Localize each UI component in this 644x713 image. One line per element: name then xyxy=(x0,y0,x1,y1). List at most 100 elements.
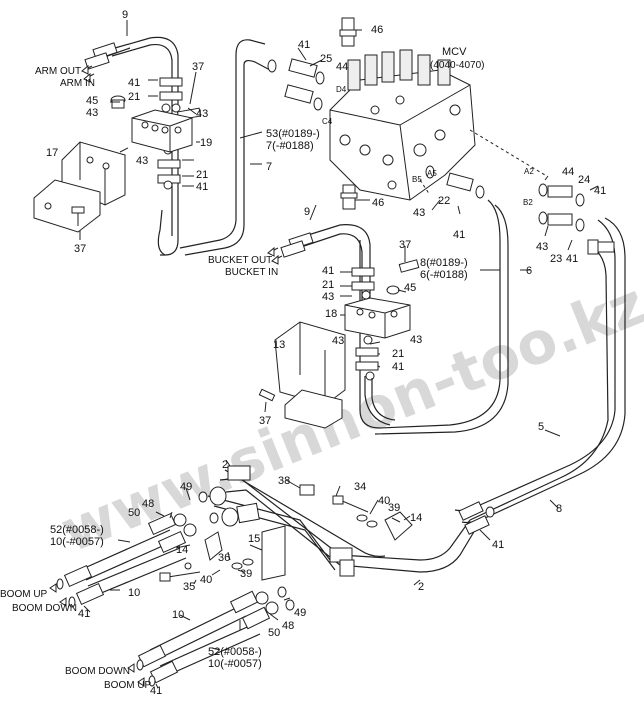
callout: 52(#0058-) xyxy=(208,646,262,658)
callout: 41 xyxy=(392,361,404,373)
flow-boom-down-2: BOOM DOWN xyxy=(65,666,130,677)
callout: 46 xyxy=(372,197,384,209)
flow-boom-up-1: BOOM UP xyxy=(0,589,48,600)
callout: 41 xyxy=(322,265,334,277)
callout: 21 xyxy=(392,348,404,360)
callout: 52(#0058-) xyxy=(50,524,104,536)
callout: 9 xyxy=(122,9,128,21)
label-layer: MCV (4040-4070) D4 C4 A2 B2 A5 B5 ARM OU… xyxy=(0,9,606,697)
callout: 21 xyxy=(322,279,334,291)
callout: 21 xyxy=(196,169,208,181)
callout: 8(#0189-) xyxy=(420,257,468,269)
callout: 39 xyxy=(388,502,400,514)
callout: 41 xyxy=(128,77,140,89)
callout: 41 xyxy=(566,253,578,265)
callout: 43 xyxy=(332,335,344,347)
callout: 15 xyxy=(248,533,260,545)
flow-bucket-out: BUCKET OUT xyxy=(208,255,272,266)
mcv-valve-block xyxy=(329,17,546,210)
callout: 22 xyxy=(438,195,450,207)
flow-arm-in: ARM IN xyxy=(60,78,95,89)
callout: 40 xyxy=(378,495,390,507)
callout: 36 xyxy=(218,552,230,564)
callout: 43 xyxy=(410,334,422,346)
callout: 48 xyxy=(142,498,154,510)
flow-boom-down-1: BOOM DOWN xyxy=(12,603,77,614)
callout: 45 xyxy=(404,282,416,294)
leader-lines xyxy=(79,20,599,689)
flow-boom-up-2: BOOM UP xyxy=(104,680,152,691)
callout: 46 xyxy=(371,24,383,36)
callout: 7(-#0188) xyxy=(266,140,314,152)
callout: 10 xyxy=(172,609,184,621)
callout: 41 xyxy=(594,185,606,197)
callout: 41 xyxy=(298,39,310,51)
boom-piping-group xyxy=(159,465,495,582)
port-c4: C4 xyxy=(322,117,333,126)
port-a5: A5 xyxy=(427,169,437,178)
callout: 6(-#0188) xyxy=(420,269,468,281)
flow-arm-out: ARM OUT xyxy=(35,66,81,77)
callout: 43 xyxy=(536,241,548,253)
boom-hoses-lower xyxy=(136,586,295,687)
callout: 45 xyxy=(86,95,98,107)
port-b2: B2 xyxy=(523,198,533,207)
callout: 50 xyxy=(268,627,280,639)
callout: 37 xyxy=(192,61,204,73)
callout: 37 xyxy=(399,239,411,251)
mcv-right-fittings xyxy=(425,165,585,232)
callout: 7 xyxy=(266,161,272,173)
mcv-left-fittings xyxy=(267,58,325,111)
callout: 43 xyxy=(413,207,425,219)
callout: 48 xyxy=(282,620,294,632)
callout: 41 xyxy=(492,539,504,551)
callout: 34 xyxy=(354,481,366,493)
boom-hoses-upper xyxy=(56,512,197,608)
callout: 23 xyxy=(550,253,562,265)
callout: 10(-#0057) xyxy=(50,536,104,548)
callout: 43 xyxy=(86,107,98,119)
callout: 50 xyxy=(128,507,140,519)
callout: 25 xyxy=(320,53,332,65)
callout: 18 xyxy=(325,308,337,320)
bucket-hose-group xyxy=(258,224,420,429)
callout: 35 xyxy=(183,581,195,593)
callout: 6 xyxy=(526,265,532,277)
mcv-range-label: (4040-4070) xyxy=(430,60,484,71)
callout: 40 xyxy=(200,574,212,586)
callout: 41 xyxy=(453,229,465,241)
callout: 49 xyxy=(180,481,192,493)
callout: 2 xyxy=(222,459,228,471)
callout: 43 xyxy=(196,108,208,120)
callout: 14 xyxy=(410,512,422,524)
callout: 8 xyxy=(556,503,562,515)
callout: 53(#0189-) xyxy=(266,128,320,140)
arm-hose-group xyxy=(33,36,271,256)
callout: 43 xyxy=(322,291,334,303)
mcv-label: MCV xyxy=(442,46,467,58)
callout: 13 xyxy=(273,339,285,351)
callout: 41 xyxy=(150,685,162,697)
callout: 10 xyxy=(128,587,140,599)
callout: 14 xyxy=(176,544,188,556)
callout: 41 xyxy=(78,608,90,620)
callout: 21 xyxy=(128,91,140,103)
callout: 19 xyxy=(200,137,212,149)
callout: 17 xyxy=(46,147,58,159)
callout: 44 xyxy=(562,166,574,178)
callout: 2 xyxy=(418,581,424,593)
flow-arrows xyxy=(49,64,283,687)
callout: 9 xyxy=(304,206,310,218)
callout: 43 xyxy=(136,155,148,167)
port-d4: D4 xyxy=(336,85,347,94)
callout: 39 xyxy=(240,568,252,580)
callout: 37 xyxy=(74,243,86,255)
flow-bucket-in: BUCKET IN xyxy=(225,267,278,278)
callout: 38 xyxy=(278,475,290,487)
port-a2: A2 xyxy=(524,167,534,176)
callout: 44 xyxy=(336,61,348,73)
callout: 24 xyxy=(578,174,590,186)
callout: 37 xyxy=(259,415,271,427)
